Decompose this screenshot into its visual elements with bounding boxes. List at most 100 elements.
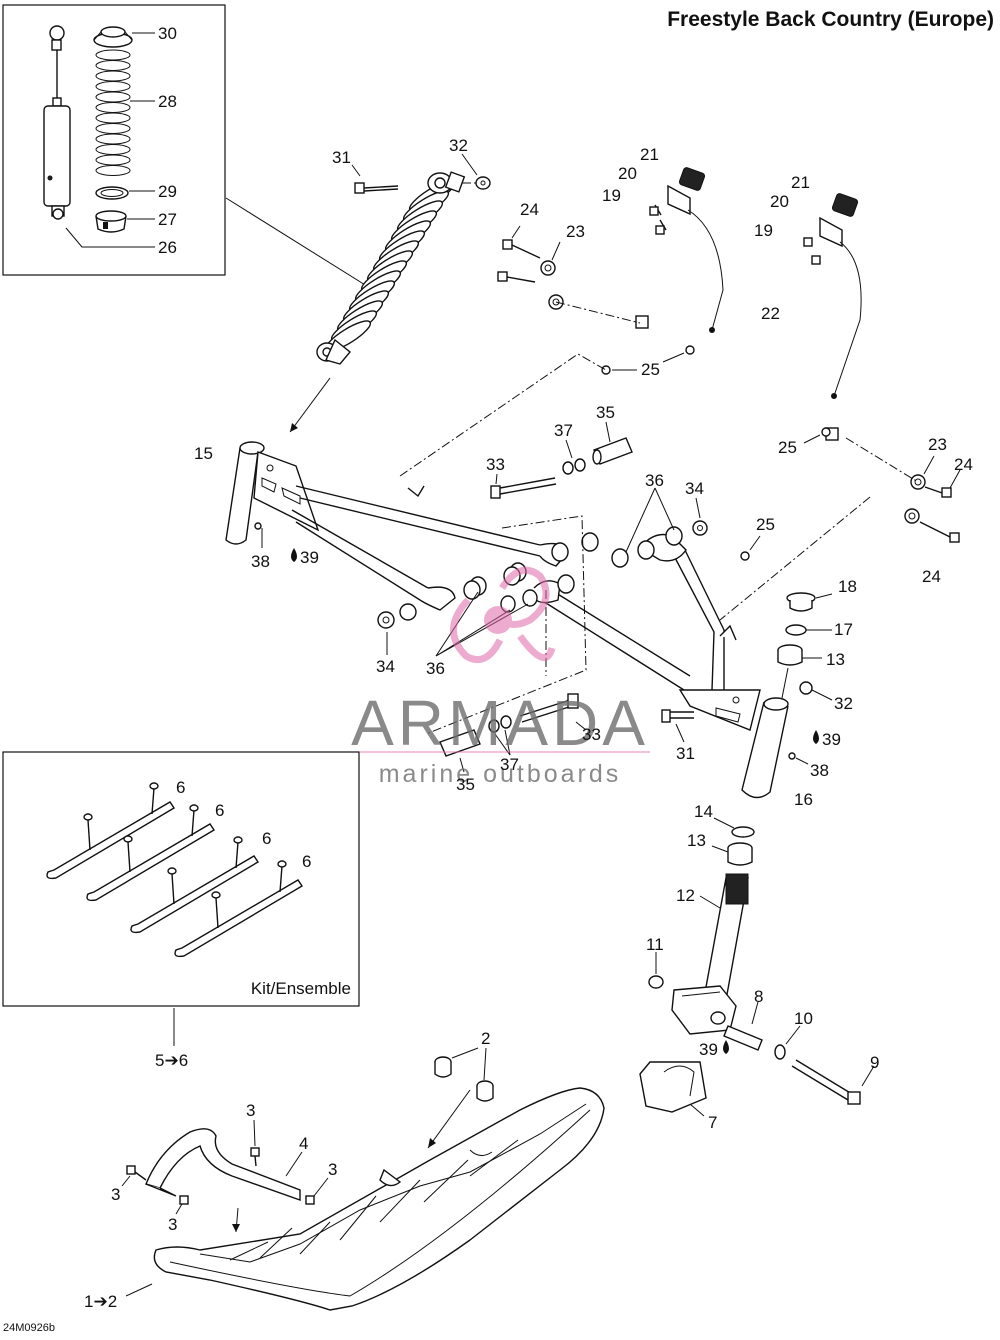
spring-coil xyxy=(95,123,131,134)
callout-24-right-lower: 24 xyxy=(922,567,941,586)
watermark-brand: ARMADA xyxy=(351,687,649,759)
spring-ring-29 xyxy=(95,186,129,200)
callout-14: 14 xyxy=(694,802,713,821)
callout-3-b: 3 xyxy=(328,1160,337,1179)
nut-25-a xyxy=(601,345,695,375)
callout-31-upper: 31 xyxy=(332,148,351,167)
sway-bar-link-right xyxy=(845,437,961,543)
callout-21-right: 21 xyxy=(791,173,810,192)
grease-fitting-38-lower xyxy=(788,752,809,765)
spring-coil xyxy=(95,102,131,113)
callout-6-d: 6 xyxy=(302,852,311,871)
ring-14 xyxy=(713,817,755,838)
runner-kit-inset xyxy=(2,751,360,1046)
callout-4: 4 xyxy=(299,1134,308,1153)
callout-8: 8 xyxy=(754,987,763,1006)
callout-35-lower: 35 xyxy=(456,775,475,794)
callout-9: 9 xyxy=(870,1053,879,1072)
grease-drop-icon-spindle xyxy=(723,1040,729,1054)
spring-coil xyxy=(95,144,131,155)
callout-23-right: 23 xyxy=(928,435,947,454)
callout-25-b: 25 xyxy=(778,438,797,457)
callout-27: 27 xyxy=(158,210,177,229)
bolt-33-upper xyxy=(490,473,557,499)
callout-33-lower: 33 xyxy=(582,725,601,744)
callout-32-lower: 32 xyxy=(834,694,853,713)
callout-37-lower: 37 xyxy=(500,755,519,774)
callout-36-lower: 36 xyxy=(426,659,445,678)
callout-2: 2 xyxy=(481,1029,490,1048)
figure-code: 24M0926b xyxy=(3,1322,55,1334)
callout-6-a: 6 xyxy=(176,778,185,797)
callout-31-lower: 31 xyxy=(676,744,695,763)
callout-labels: 30 28 29 27 26 31 32 21 20 19 21 20 19 2… xyxy=(3,24,973,1334)
callout-39-upper: 39 xyxy=(300,548,319,567)
nut-11 xyxy=(648,952,664,989)
callout-13-upper: 13 xyxy=(826,650,845,669)
nut-34-left xyxy=(377,603,417,655)
bushings-36 xyxy=(435,487,683,657)
callout-32-upper: 32 xyxy=(449,136,468,155)
callout-6-c: 6 xyxy=(262,829,271,848)
grease-drop-icon-upper xyxy=(291,548,297,562)
callout-21-left: 21 xyxy=(640,145,659,164)
a-arm-15 xyxy=(225,441,569,611)
screws-3 xyxy=(121,1119,329,1215)
cap-18 xyxy=(786,592,833,612)
callout-39-spindle: 39 xyxy=(699,1040,718,1059)
shock-inset xyxy=(2,4,226,276)
nut-25-b xyxy=(803,427,831,444)
callout-12: 12 xyxy=(676,886,695,905)
sway-bar-link-left xyxy=(497,225,641,324)
wear-bar-nuts-2 xyxy=(427,1047,494,1149)
callout-38-upper: 38 xyxy=(251,552,270,571)
callout-24-right-upper: 24 xyxy=(954,455,973,474)
bolt-9 xyxy=(791,1059,875,1105)
grease-fitting-38-upper xyxy=(254,522,263,548)
bushing-13-lower xyxy=(711,842,753,866)
spring-coil xyxy=(95,91,131,103)
callout-33-upper: 33 xyxy=(486,455,505,474)
callout-10: 10 xyxy=(794,1009,813,1028)
callout-19-right: 19 xyxy=(754,221,773,240)
callout-39-lower: 39 xyxy=(822,730,841,749)
callout-24-left: 24 xyxy=(520,200,539,219)
spring-stopper-30 xyxy=(93,26,133,48)
callout-20-right: 20 xyxy=(770,192,789,211)
spring-coil xyxy=(95,154,131,166)
spring-coil xyxy=(95,112,131,124)
washer-32-lower xyxy=(799,681,833,701)
callout-5-to-6: 5➔6 xyxy=(155,1051,188,1070)
callout-28: 28 xyxy=(158,92,177,111)
nut-34-right xyxy=(692,497,708,536)
bolt-31-lower xyxy=(661,709,694,743)
spring-coil xyxy=(95,70,131,82)
callout-3-c: 3 xyxy=(111,1185,120,1204)
callout-38-lower: 38 xyxy=(810,761,829,780)
shock-absorber-26 xyxy=(43,25,71,220)
grease-drop-icon-lower xyxy=(813,730,819,744)
callout-20-left: 20 xyxy=(618,164,637,183)
sway-bar-bushing-left xyxy=(649,167,724,331)
callout-11: 11 xyxy=(646,935,664,954)
callout-7: 7 xyxy=(708,1113,717,1132)
bushing-13-upper xyxy=(777,644,822,699)
callout-13-lower: 13 xyxy=(687,831,706,850)
callout-34-left: 34 xyxy=(376,657,395,676)
carbide-runner-6 xyxy=(46,782,175,880)
spring-coil xyxy=(95,133,131,145)
washers-37-lower xyxy=(488,715,512,756)
watermark-tagline: marine outboards xyxy=(379,760,622,788)
shock-assembly xyxy=(316,171,466,365)
callout-26: 26 xyxy=(158,238,177,257)
callout-3-a: 3 xyxy=(246,1101,255,1120)
spring-coil xyxy=(95,165,131,176)
callout-18: 18 xyxy=(838,577,857,596)
callout-3-d: 3 xyxy=(168,1215,177,1234)
armada-logo-icon xyxy=(450,566,556,663)
callout-25-a: 25 xyxy=(641,360,660,379)
bolt-31-upper xyxy=(351,164,399,194)
nut-25-c xyxy=(740,535,761,561)
ski-handle-4 xyxy=(145,1128,303,1233)
